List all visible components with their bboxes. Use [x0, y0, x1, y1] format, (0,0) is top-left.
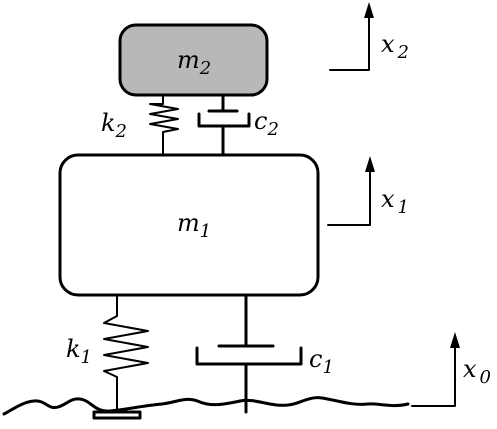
displacement-indicator-x1 — [327, 156, 375, 226]
spring-k1-label: k1 — [66, 335, 92, 368]
damper-c2 — [197, 93, 251, 157]
tire-contact-base — [92, 410, 142, 420]
spring-k1 — [103, 294, 149, 413]
displacement-indicator-x2 — [329, 2, 374, 71]
damper-c1 — [195, 293, 303, 414]
mass-m2-label: m2 — [177, 46, 211, 79]
spring-k2 — [149, 94, 179, 156]
mass-m1-label: m1 — [177, 209, 211, 242]
displacement-indicator-x0 — [411, 332, 460, 407]
mass-m2-block — [118, 23, 269, 97]
damper-c1-label: c1 — [309, 345, 334, 378]
damper-c2-label: c2 — [254, 107, 279, 140]
spring-k2-label: k2 — [101, 109, 127, 142]
road-profile — [2, 396, 410, 416]
mass-m1-block — [58, 153, 320, 297]
